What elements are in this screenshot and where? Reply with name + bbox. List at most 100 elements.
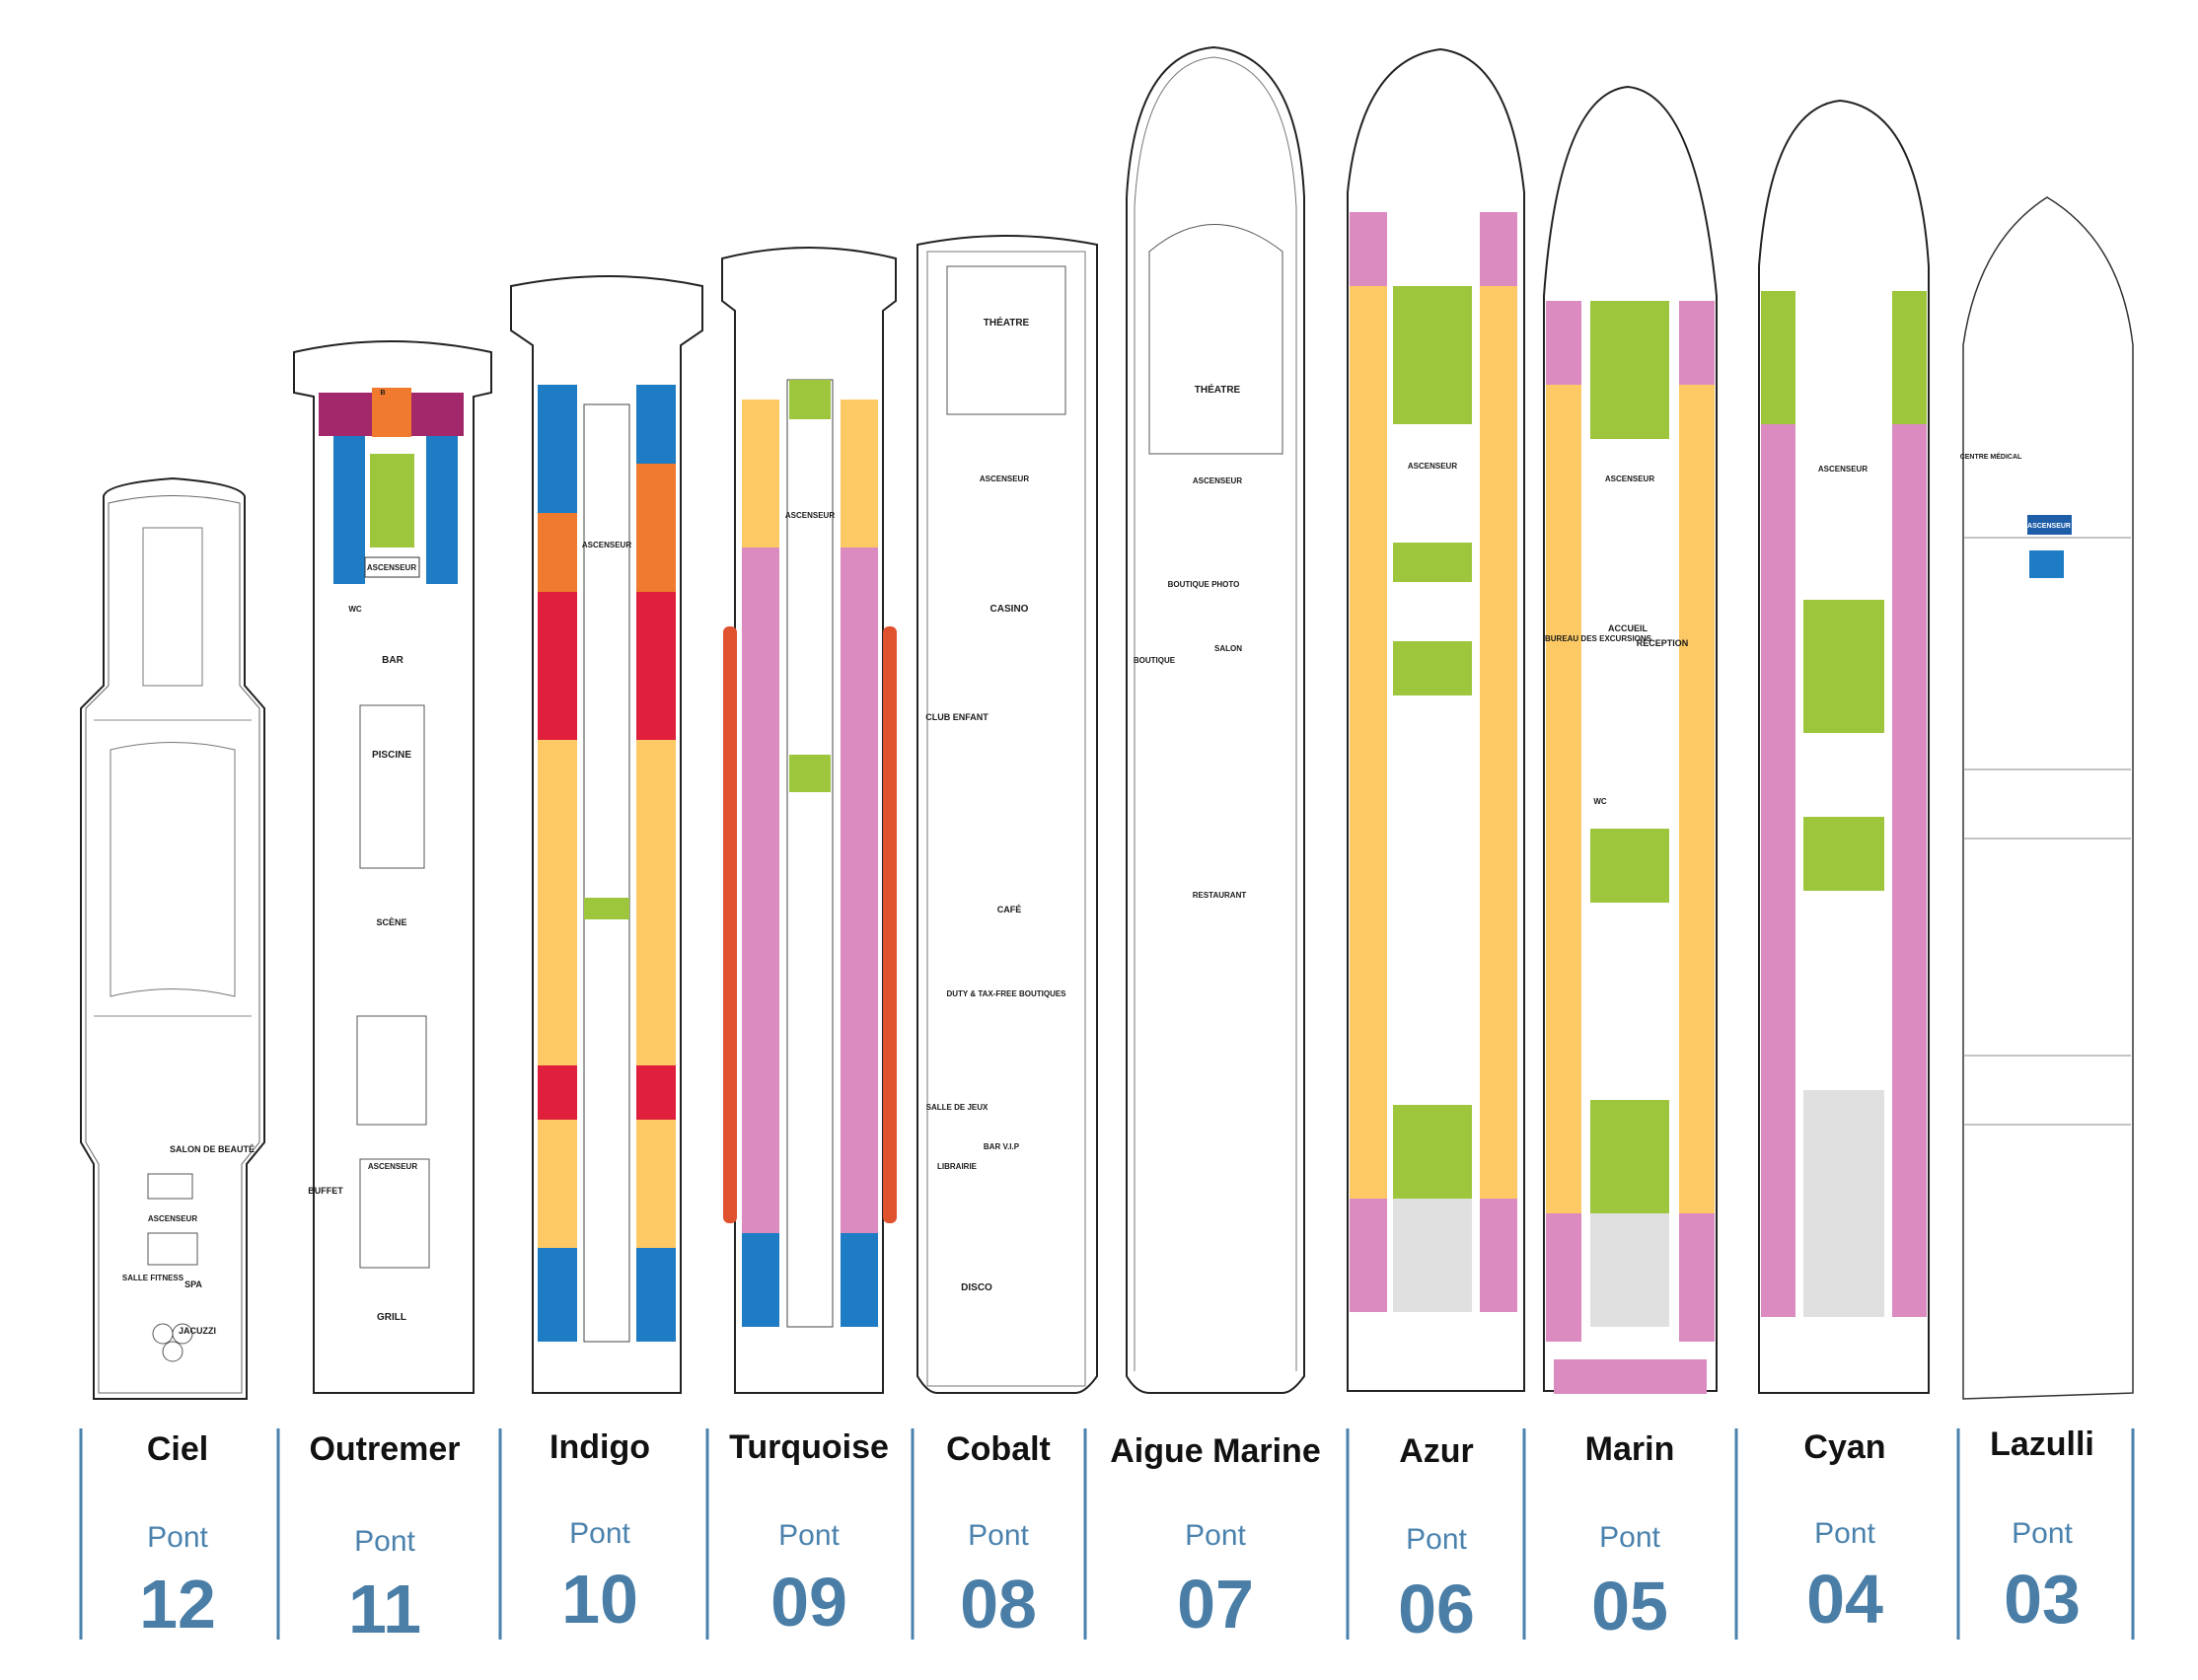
deck-pont: Pont <box>778 1519 840 1552</box>
label-librairie: LIBRAIRIE <box>937 1162 978 1171</box>
deck-pont: Pont <box>354 1525 415 1558</box>
label-ascenseur: ASCENSEUR <box>1408 462 1457 471</box>
deck-name: Ciel <box>147 1430 208 1468</box>
deck-pont: Pont <box>968 1519 1029 1552</box>
label-salon-beaute: SALON DE BEAUTÉ <box>170 1144 255 1154</box>
label-grill: GRILL <box>377 1312 406 1323</box>
deck-label-12: Ciel Pont 12 <box>139 1430 216 1643</box>
label-ascenseur: ASCENSEUR <box>2027 523 2071 530</box>
deck-plan-ciel[interactable]: SALON DE BEAUTÉ ASCENSEUR SALLE FITNESS … <box>80 476 265 1400</box>
label-casino: CASINO <box>990 604 1029 615</box>
deck-dividers <box>79 1428 2135 1640</box>
label-salle-fitness: SALLE FITNESS <box>122 1274 184 1282</box>
deck-label-10: Indigo Pont 10 <box>550 1428 650 1638</box>
deck-pont: Pont <box>1185 1519 1246 1552</box>
hull-outline-lazulli <box>1962 196 2134 1400</box>
label-ascenseur: ASCENSEUR <box>148 1214 197 1223</box>
deck-number: 08 <box>960 1566 1037 1643</box>
deck-label-05: Marin Pont 05 <box>1585 1430 1675 1644</box>
deck-number: 04 <box>1806 1561 1883 1638</box>
label-wc: WC <box>1593 797 1607 806</box>
deck-number: 09 <box>770 1564 847 1641</box>
deck-number: 03 <box>2004 1561 2081 1638</box>
lifeboats-port-turquoise <box>723 626 737 1223</box>
deck-label-07: Aigue Marine Pont 07 <box>1110 1432 1320 1643</box>
deck-number: 05 <box>1591 1568 1668 1644</box>
deck-plan-indigo[interactable]: ASCENSEUR <box>510 275 703 1394</box>
deck-plan-azur[interactable]: ASCENSEUR <box>1347 47 1525 1392</box>
deck-label-09: Turquoise Pont 09 <box>729 1428 889 1641</box>
label-cafe: CAFÉ <box>997 905 1022 914</box>
label-boutique-photo: BOUTIQUE PHOTO <box>1168 580 1240 589</box>
deck-name: Cyan <box>1803 1428 1885 1466</box>
deck-plan-cobalt[interactable]: THÉATRE ASCENSEUR CASINO CLUB ENFANT CAF… <box>916 235 1098 1394</box>
label-ascenseur-2: ASCENSEUR <box>368 1162 417 1171</box>
deck-plan-marin[interactable]: ASCENSEUR BUREAU DES EXCURSIONS ACCUEIL … <box>1543 85 1718 1394</box>
label-scene: SCÈNE <box>376 917 406 927</box>
deck-name: Marin <box>1585 1430 1675 1468</box>
label-bar: BAR <box>382 655 403 666</box>
cabins-blue-outremer <box>333 436 365 584</box>
label-theatre: THÉATRE <box>1195 383 1241 396</box>
deck-pont: Pont <box>2012 1517 2073 1550</box>
label-bureau-excursions: BUREAU DES EXCURSIONS <box>1545 634 1652 643</box>
label-bar-vip: BAR V.I.P <box>984 1142 1020 1151</box>
deck-name: Lazulli <box>1990 1425 2094 1463</box>
label-theatre: THÉATRE <box>984 316 1030 329</box>
deck-label-06: Azur Pont 06 <box>1398 1432 1475 1647</box>
label-b: B <box>380 390 385 397</box>
label-boutique: BOUTIQUE <box>1134 656 1176 665</box>
deck-name: Cobalt <box>946 1430 1051 1468</box>
deck-label-08: Cobalt Pont 08 <box>946 1430 1051 1643</box>
deck-name: Aigue Marine <box>1110 1432 1320 1470</box>
label-duty-free: DUTY & TAX-FREE BOUTIQUES <box>946 989 1066 998</box>
label-restaurant: RESTAURANT <box>1193 891 1247 900</box>
deck-plan-turquoise[interactable]: ASCENSEUR <box>721 247 897 1394</box>
label-ascenseur: ASCENSEUR <box>582 541 631 549</box>
deck-number: 10 <box>561 1561 638 1638</box>
deck-label-03: Lazulli Pont 03 <box>1990 1425 2094 1638</box>
label-buffet: BUFFET <box>308 1186 343 1196</box>
deck-pont: Pont <box>569 1517 630 1550</box>
deck-plan-outremer[interactable]: ASCENSEUR B WC BAR PISCINE SCÈNE ASCENSE… <box>293 340 492 1394</box>
label-spa: SPA <box>184 1279 202 1289</box>
deck-number: 06 <box>1398 1570 1475 1647</box>
deck-label-11: Outremer Pont 11 <box>309 1430 460 1647</box>
deck-name: Outremer <box>309 1430 460 1468</box>
deck-pont: Pont <box>147 1521 208 1554</box>
label-ascenseur: ASCENSEUR <box>367 563 416 572</box>
label-ascenseur: ASCENSEUR <box>1818 465 1868 474</box>
deck-name: Azur <box>1399 1432 1474 1470</box>
elevator-lazulli <box>2027 515 2072 535</box>
deck-number: 07 <box>1177 1566 1254 1643</box>
label-wc: WC <box>348 605 362 614</box>
deck-label-04: Cyan Pont 04 <box>1803 1428 1885 1638</box>
hull-outline-cobalt <box>916 235 1098 1394</box>
cabins-green-outremer <box>370 454 414 548</box>
hull-outline-aigue-marine <box>1126 45 1305 1394</box>
deck-pont: Pont <box>1406 1523 1467 1556</box>
label-disco: DISCO <box>961 1282 992 1293</box>
label-ascenseur: ASCENSEUR <box>785 511 835 520</box>
deck-name: Turquoise <box>729 1428 889 1466</box>
deck-plan-cyan[interactable]: ASCENSEUR <box>1758 99 1930 1394</box>
deck-number: 11 <box>348 1570 421 1647</box>
label-accueil: ACCUEIL <box>1608 623 1648 633</box>
deck-number: 12 <box>139 1566 216 1643</box>
label-salle-jeux: SALLE DE JEUX <box>926 1103 989 1112</box>
label-centre-medical: CENTRE MÉDICAL <box>1960 452 2022 461</box>
deck-pont: Pont <box>1599 1521 1660 1554</box>
deck-plan-lazulli[interactable]: CENTRE MÉDICAL ASCENSEUR <box>1960 196 2134 1400</box>
label-ascenseur: ASCENSEUR <box>980 475 1029 483</box>
hull-outline-outremer <box>293 340 492 1394</box>
label-jacuzzi: JACUZZI <box>179 1326 216 1336</box>
hull-outline-marin <box>1543 85 1718 1392</box>
hull-outline-cyan <box>1758 99 1930 1394</box>
deck-name: Indigo <box>550 1428 650 1466</box>
label-reception: RÉCEPTION <box>1637 638 1689 648</box>
label-ascenseur: ASCENSEUR <box>1193 476 1242 485</box>
label-ascenseur: ASCENSEUR <box>1605 475 1654 483</box>
deck-plan-aigue-marine[interactable]: THÉATRE ASCENSEUR BOUTIQUE PHOTO SALON B… <box>1126 45 1305 1394</box>
label-club-enfant: CLUB ENFANT <box>925 712 989 722</box>
